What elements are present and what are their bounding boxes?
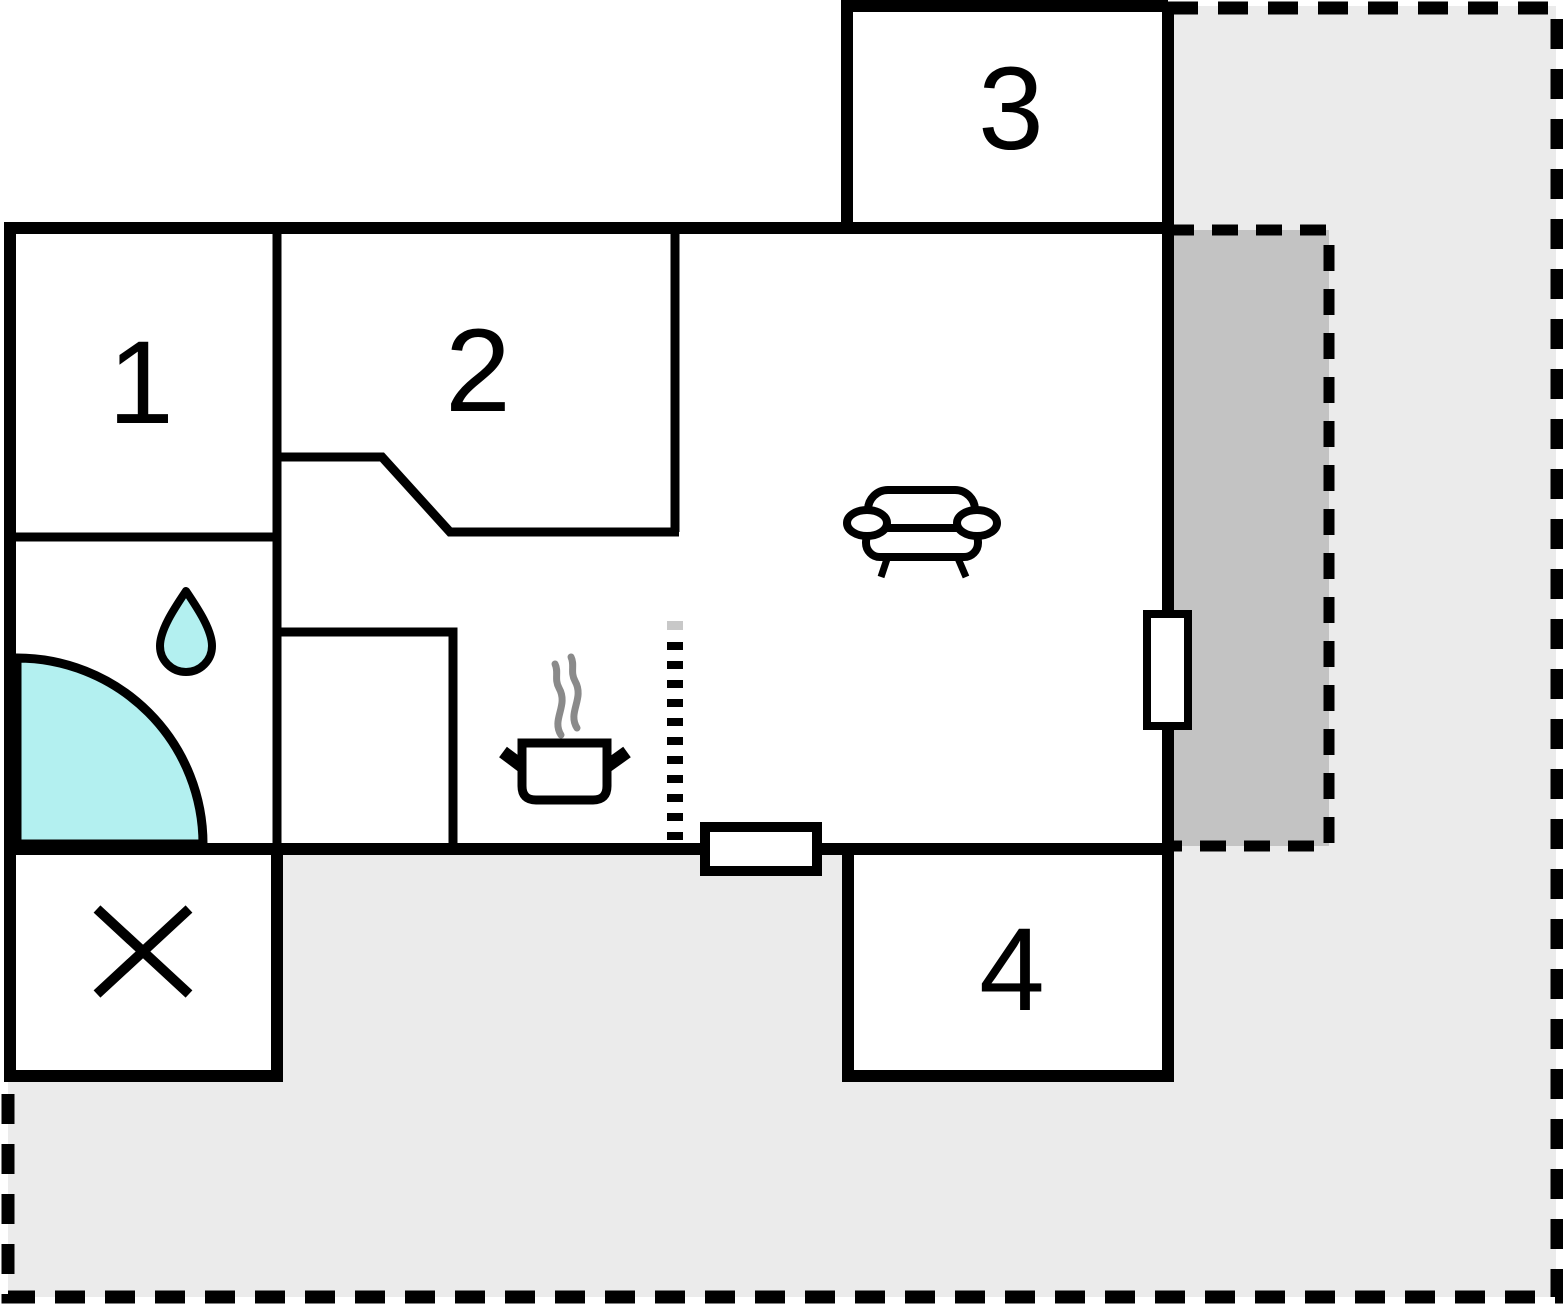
covered-terrace-dashed-border xyxy=(1168,224,1335,852)
door xyxy=(700,822,822,876)
sofa-armrest-left xyxy=(843,506,891,540)
sofa-seat xyxy=(862,524,982,561)
closet-walls xyxy=(277,627,458,849)
cooking-pot-icon xyxy=(499,738,631,805)
storage-room-floor xyxy=(10,849,277,1076)
steam-icon xyxy=(551,653,582,739)
room-4-walls xyxy=(842,843,1174,1082)
room-3-floor xyxy=(847,6,1168,228)
outer-walls xyxy=(4,0,1174,1082)
water-drop-icon xyxy=(156,587,216,676)
storage-room-walls xyxy=(4,843,283,1082)
cross-icon xyxy=(93,905,193,998)
steam-wave-right xyxy=(567,653,582,732)
room-1-label: 1 xyxy=(108,317,174,449)
sofa-armrest-right xyxy=(953,506,1001,540)
interior-walls xyxy=(10,228,680,849)
wall-room-2-bottom xyxy=(277,452,679,537)
room-2-label: 2 xyxy=(445,305,511,437)
room-3-label: 3 xyxy=(978,43,1044,175)
room-4-floor xyxy=(848,849,1168,1076)
covered-terrace-area xyxy=(1168,230,1329,846)
window xyxy=(1143,610,1192,730)
pot-body xyxy=(517,738,612,805)
room-3-walls xyxy=(841,0,1168,234)
sofa-icon xyxy=(843,486,1001,579)
steam-wave-left xyxy=(551,660,566,739)
room-4-label: 4 xyxy=(979,904,1045,1036)
shower-quarter-circle-icon xyxy=(12,653,208,849)
